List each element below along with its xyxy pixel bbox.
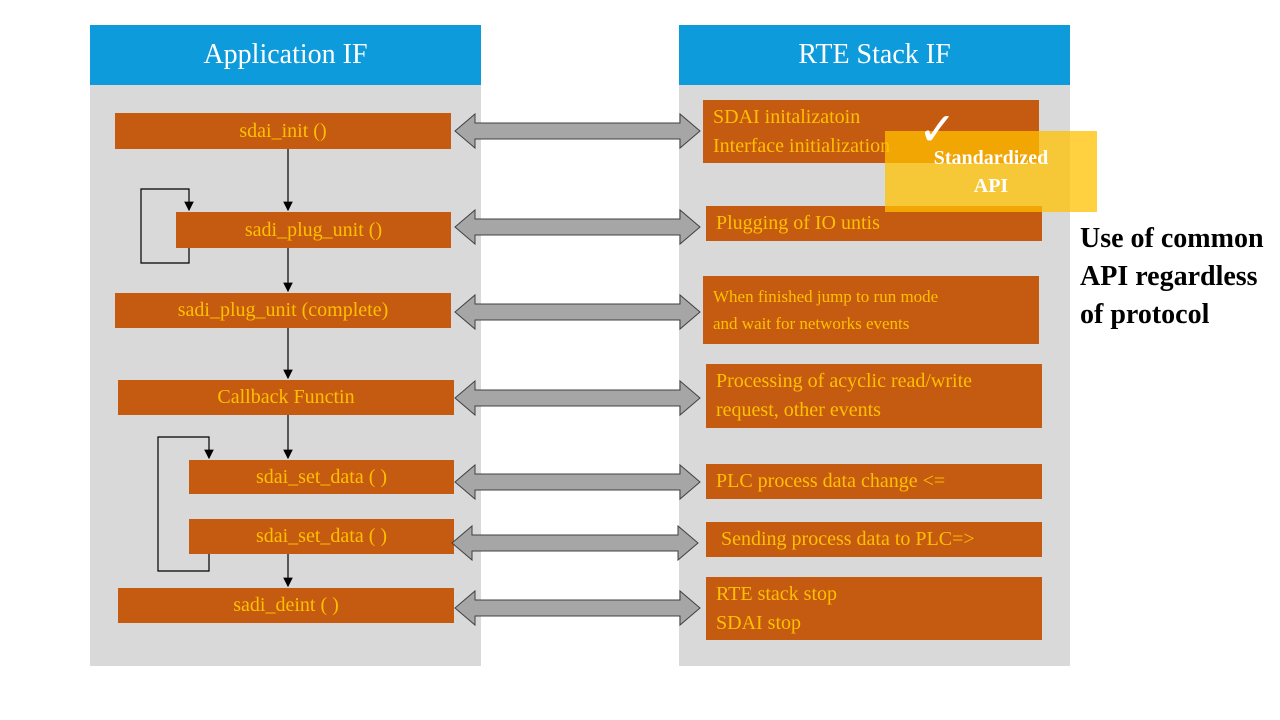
stack-step-sending: Sending process data to PLC=> xyxy=(706,522,1042,557)
stack-step-acyclic: Processing of acyclic read/write request… xyxy=(706,364,1042,428)
double-arrow-set-data-1 xyxy=(454,463,701,501)
app-step-label: sdai_set_data ( ) xyxy=(255,525,388,547)
stack-step-line1: Plugging of IO untis xyxy=(716,212,880,234)
stack-step-line1: Processing of acyclic read/write xyxy=(716,370,973,392)
application-if-title: Application IF xyxy=(203,39,368,70)
double-arrow-deinit xyxy=(454,589,701,627)
app-step-plug-unit-complete: sadi_plug_unit (complete) xyxy=(115,293,451,328)
double-arrow-plug-unit xyxy=(454,208,701,246)
loop-arrow-plug-unit xyxy=(140,188,194,264)
rte-stack-if-header: RTE Stack IF xyxy=(679,25,1070,85)
loop-arrow-set-data xyxy=(157,436,214,572)
stack-step-line1: RTE stack stop xyxy=(716,582,838,605)
stack-step-stop: RTE stack stop SDAI stop xyxy=(706,577,1042,640)
app-step-set-data-1: sdai_set_data ( ) xyxy=(189,460,454,494)
app-step-label: sdai_init () xyxy=(239,119,327,142)
app-step-label: sadi_plug_unit (complete) xyxy=(177,299,389,321)
double-arrow-set-data-2 xyxy=(451,524,699,562)
app-step-label: Callback Functin xyxy=(217,386,355,408)
checkmark-icon: ✓ xyxy=(918,102,957,156)
stack-step-line1: SDAI initalizatoin xyxy=(713,105,861,128)
double-arrows xyxy=(451,112,701,627)
stack-step-line2: Interface initialization xyxy=(713,134,891,157)
stack-step-plc-change: PLC process data change <= xyxy=(706,464,1042,499)
stack-step-line2: request, other events xyxy=(716,399,881,421)
app-step-callback-function: Callback Functin xyxy=(118,380,454,415)
app-step-sdai-init: sdai_init () xyxy=(115,113,451,149)
rte-stack-if-title: RTE Stack IF xyxy=(798,39,951,70)
badge-line2: API xyxy=(973,174,1009,197)
side-note: Use of common API regardless of protocol xyxy=(1080,223,1264,330)
stack-step-line1: PLC process data change <= xyxy=(716,470,946,492)
app-step-deinit: sadi_deint ( ) xyxy=(118,588,454,623)
standardized-api-badge: Standardized API xyxy=(885,131,1097,212)
stack-step-run-mode: When finished jump to run mode and wait … xyxy=(703,276,1039,344)
application-if-header: Application IF xyxy=(90,25,481,85)
app-step-set-data-2: sdai_set_data ( ) xyxy=(189,519,454,554)
double-arrow-plug-complete xyxy=(454,293,701,331)
double-arrow-callback xyxy=(454,379,701,417)
badge-line1: Standardized xyxy=(933,146,1049,169)
stack-step-line1: Sending process data to PLC=> xyxy=(721,528,975,550)
stack-step-line1: When finished jump to run mode xyxy=(713,287,939,306)
double-arrow-init xyxy=(454,112,701,150)
stack-step-line2: and wait for networks events xyxy=(713,314,910,333)
stack-step-line2: SDAI stop xyxy=(716,611,802,634)
app-step-label: sdai_set_data ( ) xyxy=(255,465,388,488)
app-step-plug-unit: sadi_plug_unit () xyxy=(176,212,451,248)
app-step-label: sadi_deint ( ) xyxy=(233,594,339,616)
app-step-label: sadi_plug_unit () xyxy=(244,218,383,241)
